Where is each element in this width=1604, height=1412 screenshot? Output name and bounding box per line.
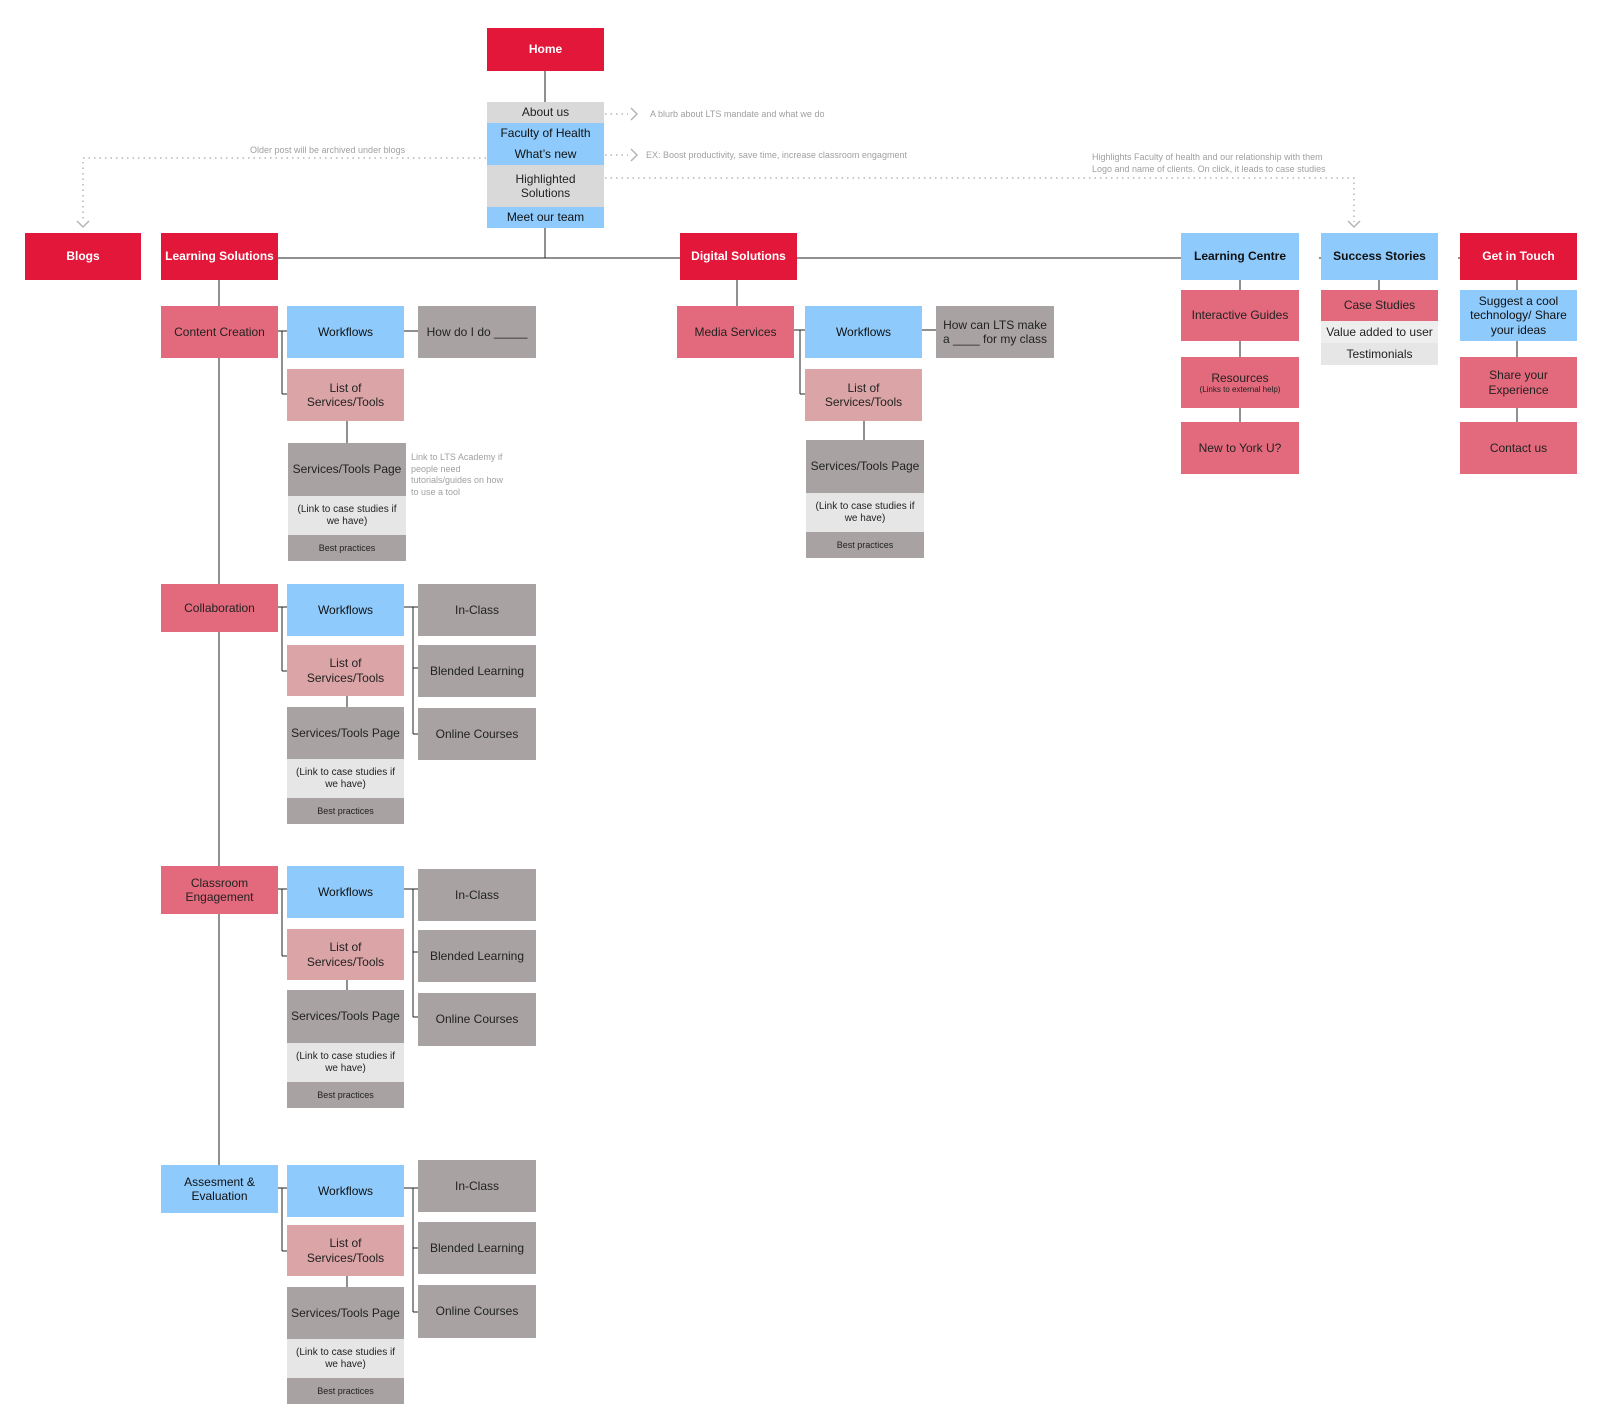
content-creation-node[interactable]: Content Creation [161,306,278,358]
cc-how-do-i-node[interactable]: How do I do _____ [418,306,536,358]
resources-label: Resources [1211,370,1269,385]
collab-workflows-node[interactable]: Workflows [287,584,404,636]
ae-online-node[interactable]: Online Courses [418,1285,536,1338]
collaboration-node[interactable]: Collaboration [161,584,278,632]
suggest-technology-node[interactable]: Suggest a cool technology/ Share your id… [1460,290,1577,341]
ae-list-services-node[interactable]: List of Services/Tools [287,1225,404,1276]
ae-workflows-node[interactable]: Workflows [287,1165,404,1217]
cc-list-services-node[interactable]: List of Services/Tools [287,369,404,421]
cc-workflows-node[interactable]: Workflows [287,306,404,358]
home-node[interactable]: Home [487,28,604,71]
ae-best-practices[interactable]: Best practices [287,1378,404,1404]
ce-list-services-node[interactable]: List of Services/Tools [287,929,404,980]
media-services-node[interactable]: Media Services [677,306,794,358]
ds-list-services-node[interactable]: List of Services/Tools [805,369,922,421]
new-to-york-node[interactable]: New to York U? [1181,422,1299,474]
ce-in-class-node[interactable]: In-Class [418,869,536,921]
ae-blended-node[interactable]: Blended Learning [418,1222,536,1274]
collab-link-case-studies[interactable]: (Link to case studies if we have) [287,759,404,798]
cc-link-case-studies[interactable]: (Link to case studies if we have) [288,496,406,535]
arrow-down-icon [1347,220,1361,229]
dotted-connector [82,157,486,222]
testimonials-item[interactable]: Testimonials [1321,343,1438,365]
about-note: A blurb about LTS mandate and what we do [650,109,825,119]
learning-centre-node[interactable]: Learning Centre [1181,233,1299,280]
collab-online-node[interactable]: Online Courses [418,708,536,760]
contact-us-node[interactable]: Contact us [1460,422,1577,474]
learning-solutions-node[interactable]: Learning Solutions [161,233,278,280]
ce-services-page-node[interactable]: Services/Tools Page [287,990,404,1043]
dotted-connector [605,177,1355,222]
meet-our-team-item[interactable]: Meet our team [487,207,604,228]
interactive-guides-node[interactable]: Interactive Guides [1181,290,1299,341]
share-experience-node[interactable]: Share your Experience [1460,357,1577,408]
resources-sublabel: (Links to external help) [1199,384,1281,394]
arrow-down-icon [76,220,90,229]
cc-services-page-node[interactable]: Services/Tools Page [288,443,406,496]
arrow-right-icon [630,148,639,162]
ce-workflows-node[interactable]: Workflows [287,866,404,918]
whats-new-item[interactable]: What’s new [487,144,604,165]
ae-link-case-studies[interactable]: (Link to case studies if we have) [287,1339,404,1378]
highlighted-solutions-item[interactable]: Highlighted Solutions [487,165,604,207]
academy-note: Link to LTS Academy if people need tutor… [411,452,504,498]
get-in-touch-node[interactable]: Get in Touch [1460,233,1577,280]
success-stories-node[interactable]: Success Stories [1321,233,1438,280]
about-us-item[interactable]: About us [487,102,604,123]
ce-online-node[interactable]: Online Courses [418,993,536,1046]
collab-best-practices[interactable]: Best practices [287,798,404,824]
ds-workflows-node[interactable]: Workflows [805,306,922,358]
resources-node[interactable]: Resources (Links to external help) [1181,357,1299,408]
highlights-note-2: Logo and name of clients. On click, it l… [1092,164,1326,174]
ds-best-practices[interactable]: Best practices [806,532,924,558]
highlights-note-1: Highlights Faculty of health and our rel… [1092,152,1323,162]
cc-best-practices[interactable]: Best practices [288,535,406,561]
ce-best-practices[interactable]: Best practices [287,1082,404,1108]
assessment-node[interactable]: Assesment & Evaluation [161,1165,278,1213]
blogs-node[interactable]: Blogs [25,233,141,280]
digital-solutions-node[interactable]: Digital Solutions [680,233,797,280]
case-studies-node[interactable]: Case Studies [1321,290,1438,321]
collab-list-services-node[interactable]: List of Services/Tools [287,645,404,696]
faculty-of-health-item[interactable]: Faculty of Health [487,123,604,144]
ds-link-case-studies[interactable]: (Link to case studies if we have) [806,493,924,532]
whats-new-note: EX: Boost productivity, save time, incre… [646,150,907,160]
classroom-engagement-node[interactable]: Classroom Engagement [161,866,278,914]
arrow-right-icon [630,107,639,121]
ce-blended-node[interactable]: Blended Learning [418,930,536,982]
ds-how-can-lts-node[interactable]: How can LTS make a ____ for my class [936,306,1054,358]
collab-in-class-node[interactable]: In-Class [418,584,536,636]
ce-link-case-studies[interactable]: (Link to case studies if we have) [287,1043,404,1082]
ae-services-page-node[interactable]: Services/Tools Page [287,1287,404,1339]
value-added-item[interactable]: Value added to user [1321,321,1438,343]
ds-services-page-node[interactable]: Services/Tools Page [806,440,924,493]
collab-services-page-node[interactable]: Services/Tools Page [287,707,404,759]
older-posts-note: Older post will be archived under blogs [250,145,406,155]
collab-blended-node[interactable]: Blended Learning [418,645,536,697]
ae-in-class-node[interactable]: In-Class [418,1160,536,1212]
